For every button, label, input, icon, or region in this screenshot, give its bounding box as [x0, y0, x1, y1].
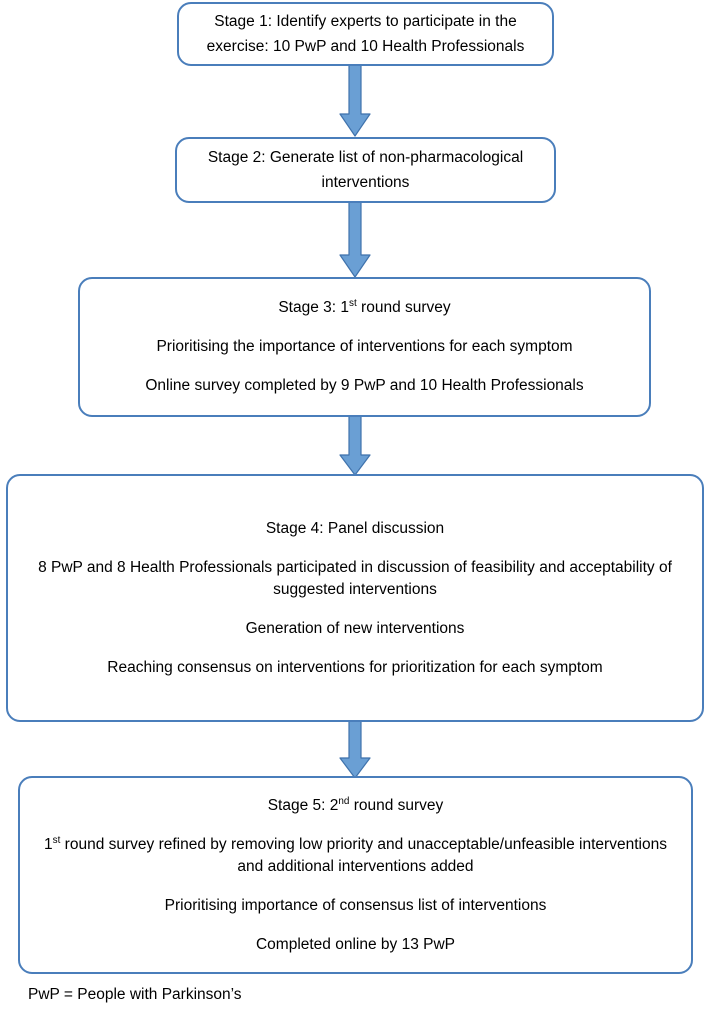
stage-5-box: Stage 5: 2nd round survey 1st round surv…	[18, 776, 693, 974]
stage-1-line-1: Stage 1: Identify experts to participate…	[214, 12, 517, 30]
stage-2-box: Stage 2: Generate list of non-pharmacolo…	[175, 137, 556, 203]
stage-3-box: Stage 3: 1st round survey Prioritising t…	[78, 277, 651, 417]
stage-4-box: Stage 4: Panel discussion 8 PwP and 8 He…	[6, 474, 704, 722]
stage-3-heading-suffix: round survey	[356, 299, 451, 316]
stage-5-line-4: Completed online by 13 PwP	[255, 935, 456, 953]
stage-5-heading-ordinal-suffix: nd	[338, 795, 350, 807]
stage-5-heading-prefix: Stage 5: 2	[267, 796, 339, 814]
stage-3-heading-ordinal-suffix: st	[349, 297, 357, 309]
stage-3-heading: Stage 3: 1st round survey	[96, 297, 633, 319]
stage-2-line-2: interventions	[321, 173, 410, 191]
stage-4-heading: Stage 4: Panel discussion	[265, 519, 445, 537]
stage-2-line-1: Stage 2: Generate list of non-pharmacolo…	[207, 148, 524, 166]
footer-legend: PwP = People with Parkinson’s	[28, 986, 242, 1003]
stage-3-line-3: Online survey completed by 9 PwP and 10 …	[145, 377, 584, 394]
stage-5-line-3: Prioritising importance of consensus lis…	[164, 896, 547, 914]
down-block-arrow-icon	[339, 720, 371, 780]
stage-5-line-2-prefix: 1	[44, 835, 53, 853]
down-block-arrow-icon	[339, 415, 371, 477]
stage-4-line-3: Generation of new interventions	[245, 619, 465, 637]
stage-1-line-2: exercise: 10 PwP and 10 Health Professio…	[206, 37, 525, 55]
down-block-arrow-icon	[339, 64, 371, 138]
stage-3-line-2: Prioritising the importance of intervent…	[156, 338, 573, 355]
stage-4-line-2: 8 PwP and 8 Health Professionals partici…	[38, 558, 672, 598]
stage-5-line-2: 1st round survey refined by removing low…	[36, 834, 675, 878]
stage-3-heading-prefix: Stage 3: 1	[278, 299, 350, 316]
down-block-arrow-icon	[339, 201, 371, 279]
stage-5-heading: Stage 5: 2nd round survey	[36, 795, 675, 817]
stage-4-line-4: Reaching consensus on interventions for …	[107, 658, 603, 676]
stage-5-line-2-suffix: round survey refined by removing low pri…	[60, 835, 667, 875]
stage-5-line-2-ordinal-suffix: st	[52, 834, 61, 846]
stage-1-box: Stage 1: Identify experts to participate…	[177, 2, 554, 66]
stage-5-heading-suffix: round survey	[349, 796, 444, 814]
